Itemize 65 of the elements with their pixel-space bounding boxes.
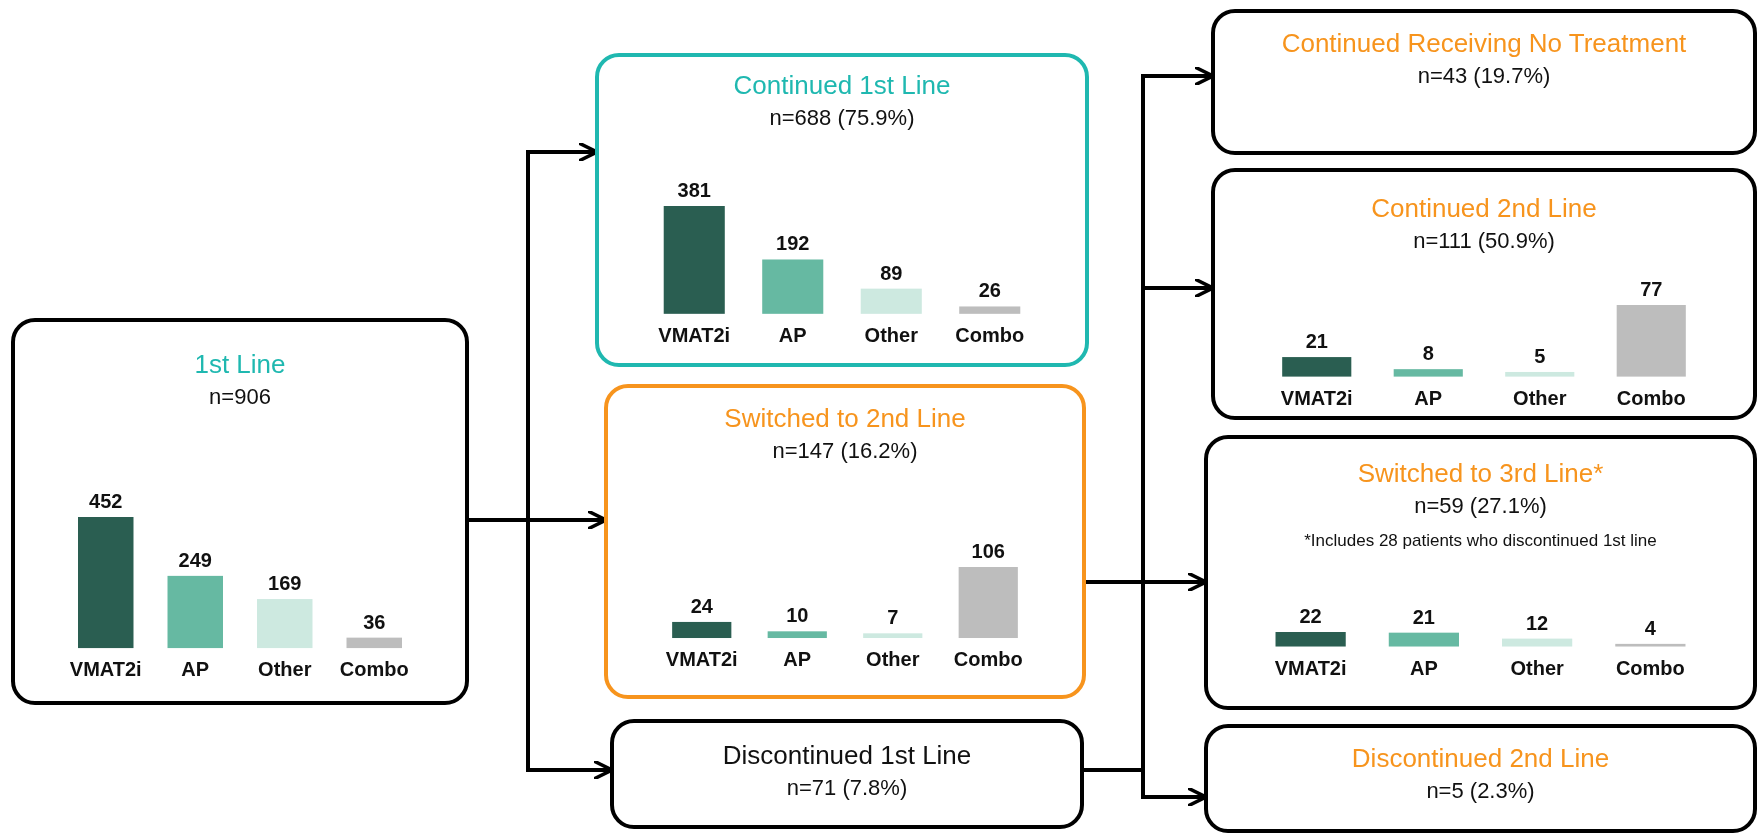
value-label: 36 bbox=[363, 610, 386, 633]
value-label: 77 bbox=[1640, 278, 1663, 301]
category-label: VMAT2i bbox=[1274, 657, 1347, 679]
box-title: 1st Line bbox=[194, 350, 286, 380]
value-label: 89 bbox=[880, 261, 903, 284]
value-label: 5 bbox=[1534, 345, 1546, 368]
flow-box bbox=[595, 53, 1089, 367]
box-title: Discontinued 1st Line bbox=[722, 741, 972, 771]
count-text: n=43 (19.7%) bbox=[1417, 62, 1551, 90]
value-label: 10 bbox=[786, 604, 809, 627]
category-label: Combo bbox=[955, 324, 1025, 346]
value-label: 24 bbox=[690, 594, 713, 617]
category-label: AP bbox=[1410, 657, 1438, 679]
value-label: 452 bbox=[89, 489, 123, 512]
flow-box bbox=[1204, 724, 1757, 833]
count-text: n=111 (50.9%) bbox=[1413, 227, 1555, 255]
category-label: Combo bbox=[339, 658, 409, 680]
value-label: 12 bbox=[1526, 612, 1549, 635]
count-text: n=71 (7.8%) bbox=[786, 774, 908, 802]
category-label: VMAT2i bbox=[69, 658, 142, 680]
count-text: n=147 (16.2%) bbox=[772, 437, 918, 465]
flow-box bbox=[1211, 168, 1757, 420]
category-label: AP bbox=[778, 324, 807, 346]
count-text: n=688 (75.9%) bbox=[769, 104, 915, 132]
category-label: Other bbox=[258, 658, 312, 680]
category-label: AP bbox=[1414, 387, 1443, 409]
value-label: 106 bbox=[971, 539, 1005, 562]
value-label: 4 bbox=[1644, 617, 1656, 640]
value-label: 21 bbox=[1305, 330, 1328, 353]
box-title: Switched to 2nd Line bbox=[724, 404, 966, 434]
category-label: Other bbox=[1513, 387, 1567, 409]
box-title: Discontinued 2nd Line bbox=[1351, 744, 1610, 774]
category-label: Other bbox=[864, 324, 918, 346]
value-label: 8 bbox=[1422, 342, 1434, 365]
flow-box bbox=[1211, 9, 1757, 155]
category-label: VMAT2i bbox=[665, 648, 738, 670]
value-label: 26 bbox=[978, 279, 1001, 302]
category-label: Other bbox=[866, 648, 920, 670]
value-label: 22 bbox=[1299, 605, 1322, 628]
count-text: n=5 (2.3%) bbox=[1426, 777, 1535, 805]
count-text: n=59 (27.1%) bbox=[1414, 492, 1547, 520]
flow-box bbox=[604, 384, 1086, 699]
box-title: Switched to 3rd Line* bbox=[1357, 459, 1604, 489]
category-label: Combo bbox=[1615, 657, 1685, 679]
count-text: n=906 bbox=[209, 383, 271, 411]
value-label: 381 bbox=[677, 179, 711, 202]
flow-box bbox=[610, 719, 1084, 829]
category-label: AP bbox=[181, 658, 210, 680]
category-label: Combo bbox=[1616, 387, 1686, 409]
value-label: 249 bbox=[178, 548, 212, 571]
flow-box bbox=[11, 318, 469, 705]
value-label: 192 bbox=[776, 232, 810, 255]
category-label: VMAT2i bbox=[1280, 387, 1353, 409]
box-title: Continued 1st Line bbox=[733, 71, 951, 101]
value-label: 21 bbox=[1412, 606, 1435, 629]
category-label: AP bbox=[783, 648, 812, 670]
value-label: 169 bbox=[268, 572, 302, 594]
box-title: Continued Receiving No Treatment bbox=[1281, 29, 1687, 59]
value-label: 7 bbox=[887, 606, 899, 629]
footnote-text: *Includes 28 patients who discontinued 1st line bbox=[1304, 531, 1657, 552]
flow-box bbox=[1204, 435, 1757, 710]
category-label: Other bbox=[1510, 657, 1564, 679]
category-label: Combo bbox=[953, 648, 1023, 670]
category-label: VMAT2i bbox=[658, 324, 731, 346]
box-title: Continued 2nd Line bbox=[1371, 194, 1597, 224]
